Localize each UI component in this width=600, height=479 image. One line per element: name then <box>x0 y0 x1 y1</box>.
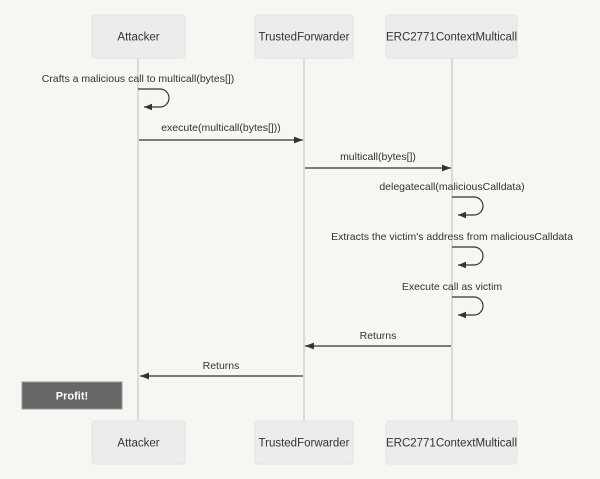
message-self-execute-call-as-victim[interactable]: Execute call as victim <box>402 281 503 319</box>
message-label-extracts-victim-address: Extracts the victim's address from malic… <box>331 231 573 243</box>
self-loop-arrow-execute-call-as-victim <box>452 296 484 319</box>
message-label-crafts-malicious-call: Crafts a malicious call to multicall(byt… <box>42 73 235 85</box>
participant-box-bottom-trustedforwarder[interactable] <box>254 420 354 465</box>
message-returns-multicall-to-forwarder[interactable]: Returns <box>305 330 451 350</box>
participant-label-bottom-attacker: Attacker <box>117 438 159 450</box>
message-self-delegatecall[interactable]: delegatecall(maliciousCalldata) <box>379 181 525 219</box>
note-box-profit[interactable] <box>21 381 123 410</box>
participant-box-bottom-attacker[interactable] <box>91 420 186 465</box>
participant-header-trustedforwarder[interactable]: TrustedForwarder <box>254 14 354 59</box>
message-label-returns-multicall-to-forwarder: Returns <box>360 330 397 342</box>
participant-box-attacker[interactable] <box>91 14 186 59</box>
message-label-delegatecall: delegatecall(maliciousCalldata) <box>379 181 524 193</box>
participant-box-erc2771contextmulticall[interactable] <box>385 14 518 59</box>
message-execute-multicall[interactable]: execute(multicall(bytes[])) <box>139 122 303 144</box>
participant-label-erc2771contextmulticall: ERC2771ContextMulticall <box>386 32 517 44</box>
self-loop-arrow-extracts-victim-address <box>452 246 484 269</box>
message-label-multicall-bytes: multicall(bytes[]) <box>340 151 416 163</box>
self-loop-arrow-attacker-crafts <box>138 88 170 111</box>
participant-box-bottom-erc2771contextmulticall[interactable] <box>385 420 518 465</box>
note-label-profit: Profit! <box>56 390 88 402</box>
message-returns-forwarder-to-attacker[interactable]: Returns <box>140 360 303 380</box>
participant-label-bottom-trustedforwarder: TrustedForwarder <box>259 438 350 450</box>
participant-label-trustedforwarder: TrustedForwarder <box>259 32 350 44</box>
message-label-execute-multicall: execute(multicall(bytes[])) <box>161 122 281 134</box>
participant-label-attacker: Attacker <box>117 32 159 44</box>
message-label-execute-call-as-victim: Execute call as victim <box>402 281 503 293</box>
message-self-crafts-malicious-call[interactable]: Crafts a malicious call to multicall(byt… <box>42 73 235 111</box>
participant-box-trustedforwarder[interactable] <box>254 14 354 59</box>
lifelines <box>137 58 453 421</box>
message-self-extracts-victim-address[interactable]: Extracts the victim's address from malic… <box>331 231 573 269</box>
participant-footer-attacker[interactable]: Attacker <box>91 420 186 465</box>
participant-header-attacker[interactable]: Attacker <box>91 14 186 59</box>
note-profit[interactable]: Profit! <box>21 381 123 410</box>
participant-header-erc2771contextmulticall[interactable]: ERC2771ContextMulticall <box>385 14 518 59</box>
participant-label-bottom-erc2771contextmulticall: ERC2771ContextMulticall <box>386 438 517 450</box>
participant-footer-erc2771contextmulticall[interactable]: ERC2771ContextMulticall <box>385 420 518 465</box>
self-loop-arrow-delegatecall <box>452 196 484 219</box>
message-multicall-bytes[interactable]: multicall(bytes[]) <box>305 151 451 172</box>
message-label-returns-forwarder-to-attacker: Returns <box>203 360 240 372</box>
participant-footer-trustedforwarder[interactable]: TrustedForwarder <box>254 420 354 465</box>
